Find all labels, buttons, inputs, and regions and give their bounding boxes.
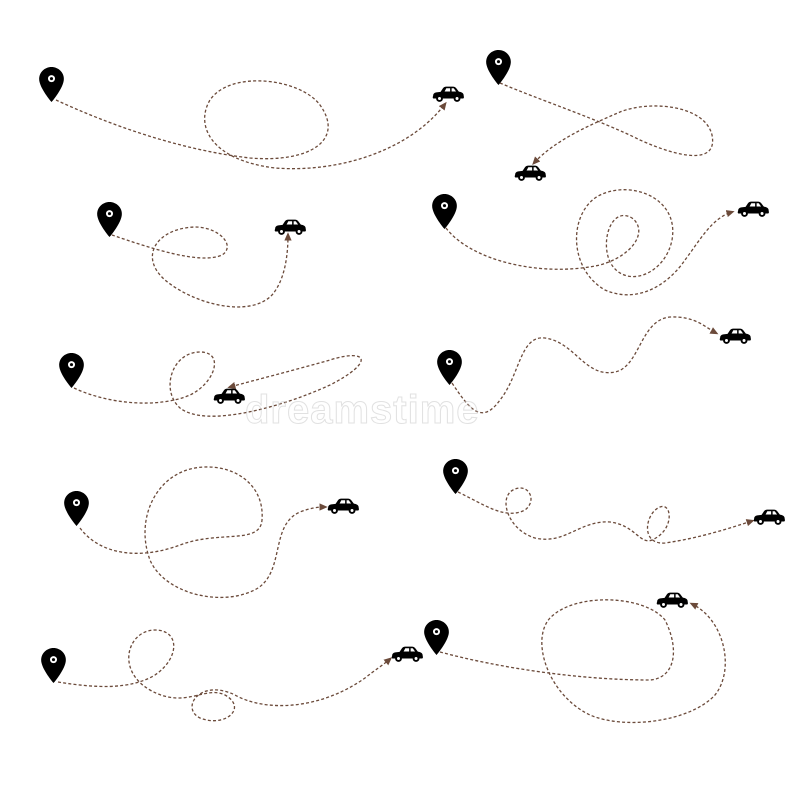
car-icon: [391, 646, 423, 662]
route-5: [59, 351, 362, 417]
dashed-route-path: [73, 351, 362, 417]
car-icon: [514, 165, 546, 181]
dashed-route-path: [499, 82, 714, 166]
route-2: [486, 50, 714, 181]
map-pin-icon: [59, 353, 84, 388]
map-pin-icon: [443, 459, 468, 494]
dashed-route-path: [451, 316, 719, 414]
dashed-route-path: [439, 599, 726, 724]
map-pin-icon: [486, 50, 511, 85]
dashed-route-path: [111, 226, 292, 308]
map-pin-icon: [97, 202, 122, 237]
car-icon: [213, 388, 245, 404]
route-4: [432, 189, 769, 296]
route-9: [41, 629, 423, 722]
car-icon: [719, 328, 751, 344]
map-pin-icon: [41, 648, 66, 683]
dashed-route-path: [79, 466, 328, 599]
route-1: [39, 67, 464, 170]
route-3: [97, 202, 306, 308]
map-pin-icon: [64, 491, 89, 526]
car-icon: [274, 219, 306, 235]
car-icon: [432, 86, 464, 102]
dashed-route-path: [445, 189, 735, 296]
map-pin-icon: [424, 620, 449, 655]
car-icon: [753, 509, 785, 525]
dashed-route-path: [57, 629, 393, 722]
car-icon: [327, 498, 359, 514]
map-pin-icon: [432, 194, 457, 229]
map-pin-icon: [39, 67, 64, 102]
route-8: [443, 459, 785, 544]
dashed-route-path: [55, 80, 447, 170]
car-icon: [737, 201, 769, 217]
route-6: [437, 316, 751, 414]
car-icon: [656, 592, 688, 608]
route-7: [64, 466, 359, 599]
route-10: [424, 592, 726, 724]
map-pin-icon: [437, 350, 462, 385]
dashed-route-path: [457, 487, 755, 544]
